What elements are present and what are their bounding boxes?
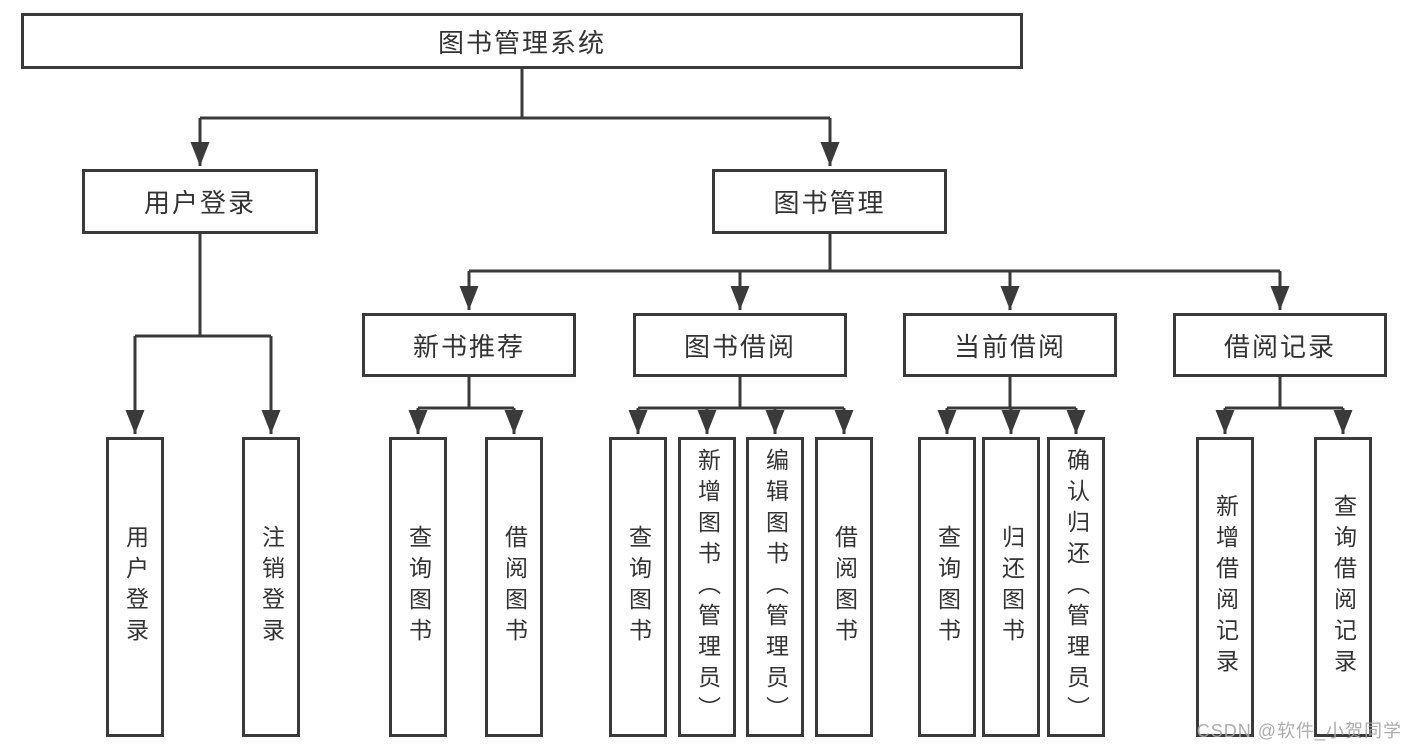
leaf-borrowing-borrow-books: 借阅图书 <box>815 437 873 737</box>
node-new-book-recommend: 新书推荐 <box>362 313 576 377</box>
leaf-recommend-borrow-books: 借阅图书 <box>485 437 543 737</box>
node-borrowing-records: 借阅记录 <box>1173 313 1387 377</box>
leaf-borrowing-query-books: 查询图书 <box>609 437 667 737</box>
leaf-borrowing-add-books-admin: 新增图书（管理员） <box>678 437 736 737</box>
node-book-borrowing: 图书借阅 <box>633 313 847 377</box>
leaf-user-login: 用户登录 <box>106 437 164 737</box>
leaf-current-query-books: 查询图书 <box>918 437 976 737</box>
node-user-login: 用户登录 <box>82 169 318 234</box>
leaf-records-add-record: 新增借阅记录 <box>1196 437 1254 737</box>
leaf-logout: 注销登录 <box>242 437 300 737</box>
leaf-records-query-record: 查询借阅记录 <box>1314 437 1372 737</box>
leaf-current-return-books: 归还图书 <box>982 437 1040 737</box>
node-current-borrowing: 当前借阅 <box>903 313 1117 377</box>
node-book-management: 图书管理 <box>712 169 947 234</box>
leaf-current-confirm-return-admin: 确认归还（管理员） <box>1047 437 1105 737</box>
leaf-recommend-query-books: 查询图书 <box>389 437 447 737</box>
csdn-watermark: CSDN @软件_小贺同学 <box>1196 721 1402 741</box>
leaf-borrowing-edit-books-admin: 编辑图书（管理员） <box>746 437 804 737</box>
node-library-management-system: 图书管理系统 <box>21 13 1023 69</box>
